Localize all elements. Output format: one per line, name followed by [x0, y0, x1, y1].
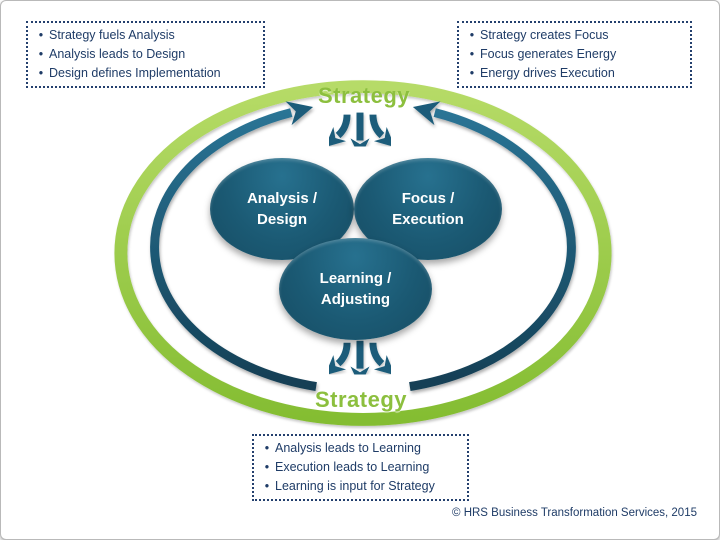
- node-line2: Adjusting: [320, 291, 391, 308]
- note-text: Strategy creates Focus: [480, 28, 609, 42]
- bullet-icon: •: [264, 460, 270, 474]
- note-text: Analysis leads to Design: [49, 47, 186, 61]
- note-line: • Strategy fuels Analysis: [33, 26, 255, 45]
- note-line: • Energy drives Execution: [464, 64, 682, 83]
- node-line2: Design: [256, 211, 307, 228]
- diverge-arrows-bottom-icon: [338, 341, 382, 369]
- note-line: • Analysis leads to Learning: [259, 439, 459, 458]
- note-text: Learning is input for Strategy: [275, 479, 435, 493]
- bullet-icon: •: [469, 66, 475, 80]
- note-text: Analysis leads to Learning: [275, 441, 421, 455]
- node-line2: Execution: [392, 211, 464, 228]
- node-focus-execution: Focus / Execution: [354, 158, 502, 260]
- note-line: • Analysis leads to Design: [33, 45, 255, 64]
- cycle-arrow-right-icon: [409, 101, 576, 391]
- copyright-text: © HRS Business Transformation Services, …: [452, 507, 697, 519]
- cycle-arrow-left-icon: [150, 101, 317, 391]
- note-box-learning: • Analysis leads to Learning • Execution…: [252, 434, 469, 501]
- node-learning-adjusting: Learning / Adjusting: [279, 238, 432, 340]
- bullet-icon: •: [38, 47, 44, 61]
- strategy-label-bottom: Strategy: [314, 387, 408, 412]
- note-line: • Focus generates Energy: [464, 45, 682, 64]
- node-line1: Focus /: [401, 190, 455, 207]
- bullet-icon: •: [264, 479, 270, 493]
- note-line: • Design defines Implementation: [33, 64, 255, 83]
- bullet-icon: •: [469, 28, 475, 42]
- note-box-strategy-focus: • Strategy creates Focus • Focus generat…: [457, 21, 692, 88]
- bullet-icon: •: [264, 441, 270, 455]
- note-box-strategy-analysis: • Strategy fuels Analysis • Analysis lea…: [26, 21, 265, 88]
- note-text: Energy drives Execution: [480, 66, 615, 80]
- note-line: • Strategy creates Focus: [464, 26, 682, 45]
- node-line1: Learning /: [319, 270, 392, 287]
- node-line1: Analysis /: [246, 190, 318, 207]
- note-text: Execution leads to Learning: [275, 460, 430, 474]
- note-line: • Execution leads to Learning: [259, 458, 459, 477]
- strategy-label-top: Strategy: [317, 83, 411, 108]
- note-line: • Learning is input for Strategy: [259, 477, 459, 496]
- diverge-arrows-top-icon: [338, 113, 382, 141]
- outer-green-ring: [114, 80, 612, 426]
- note-text: Strategy fuels Analysis: [49, 28, 175, 42]
- note-text: Design defines Implementation: [49, 66, 221, 80]
- note-text: Focus generates Energy: [480, 47, 617, 61]
- bullet-icon: •: [38, 66, 44, 80]
- bullet-icon: •: [38, 28, 44, 42]
- bullet-icon: •: [469, 47, 475, 61]
